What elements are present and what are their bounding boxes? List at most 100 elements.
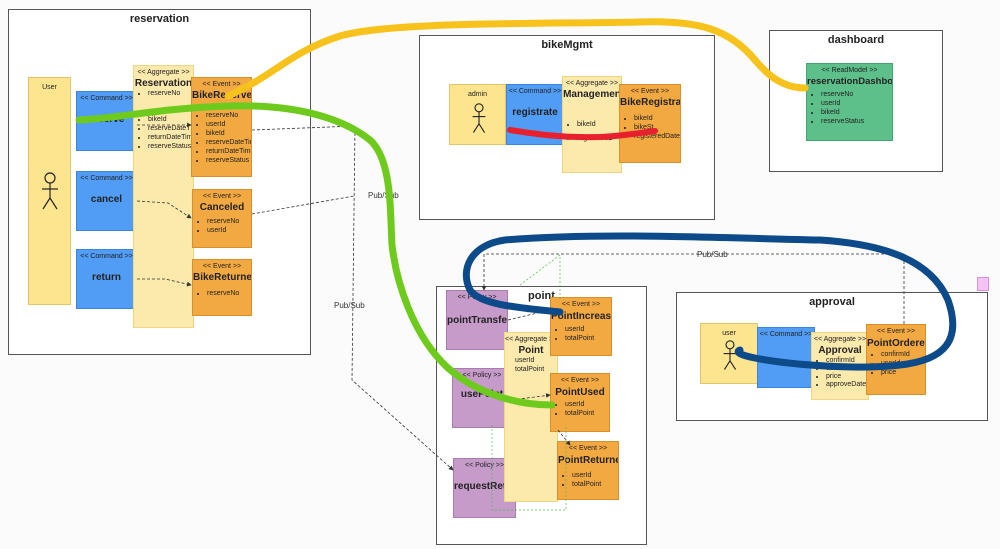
field: returnDateTime [206,147,251,156]
bike-returned-event[interactable]: << Event >> BikeReturned reserveNo [192,259,252,316]
flow-line-return-policy [557,429,571,446]
field: userId [572,471,618,480]
field: reserveNo [207,217,251,226]
field-list: bikeId bikeSt registeredDate [620,114,680,141]
sticker-tag: << Aggregate >> [565,80,619,87]
sticker-tag: << Event >> [202,263,242,270]
pubsub-labels: Pub/Sub Pub/Sub Pub/Sub [334,191,728,310]
sticker-tag: << Event >> [568,445,608,452]
field: reserveDateTime [206,138,251,147]
sticker-tag: << Command >> [759,331,813,338]
field: registeredDate [634,132,680,141]
bike-reserved-event[interactable]: << Event >> BikeReserved reserveNo userI… [191,77,252,177]
sticker-name: cancel [90,194,123,205]
sticker-tag: << Event >> [876,328,916,335]
point-returned-event[interactable]: << Event >> PointReturned userId totalPo… [557,441,619,500]
field: totalPoint [565,334,611,343]
bike-registrated-event[interactable]: << Event >> BikeRegistrated bikeId bikeS… [619,84,681,163]
field: bikeId [577,120,621,129]
sticker-name: PointOrdered [867,338,926,349]
field: confirmId [881,350,925,359]
field-list: reserveNo userId [193,217,251,235]
field: reserveNo [207,289,251,298]
red-highlight [507,127,658,141]
sticker-tag: << Command >> [80,253,133,260]
actor-label: User [42,84,57,91]
person-icon [42,172,58,210]
field: reserveNo [148,89,193,98]
sticker-name: BikeRegistrated [620,97,681,108]
field: totalPoint [572,480,618,489]
return-command[interactable]: << Command >> return [76,249,137,309]
reservation-dashboard-readmodel[interactable]: << ReadModel >> reservationDashboard res… [806,63,893,141]
field: userId [207,226,251,235]
sticker-name: usePoint [460,389,504,400]
field: bikeId [206,129,251,138]
field: userId [821,99,892,108]
field-list: reserveNo userId bikeId reserveDateTime … [192,111,251,165]
sticker-name: BikeReserved [192,90,252,101]
management-aggregate[interactable]: << Aggregate >> Managemen bikeId registe… [562,76,622,173]
sticker-tag: << Event >> [630,88,670,95]
flow-line-return [137,278,192,287]
person-icon [723,340,737,370]
sticker-tag: << Aggregate >> [137,69,190,76]
sticker-name: PointIncreased [551,311,612,322]
sticker-tag: << ReadModel >> [821,67,878,74]
dashboard-context-title: dashboard [827,34,885,46]
sticker-tag: << Event >> [560,377,600,384]
canceled-event[interactable]: << Event >> Canceled reserveNo userId [192,189,252,248]
point-increased-event[interactable]: << Event >> PointIncreased userId totalP… [550,297,612,356]
sticker-name: Reservation [134,78,193,89]
person-icon [472,103,486,133]
field-list: reserveNo userId bikeId reserveStatus [807,90,892,126]
field: reserveDateT [148,124,193,133]
field: approveDate [826,381,868,389]
field: reserveStatus [821,117,892,126]
pubsub-line-approval [481,253,905,324]
field-list: userId totalPoint [551,400,609,418]
sticker-tag: << Policy >> [462,372,502,379]
actor-label: user [722,330,736,337]
sticker-tag: << Command >> [508,88,562,95]
green-highlight [75,102,556,409]
field: userId [565,325,611,334]
field: userId [565,400,609,409]
field: userId [515,357,535,364]
sticker-name: requestReturn [454,481,516,492]
field-list: userId totalPoint [551,325,611,343]
actor-label: admin [467,91,488,98]
sticker-tag: << Aggregate >> [813,336,867,343]
reservation-context-title: reservation [129,13,190,25]
field: reserveNo [821,90,892,99]
field: confirmId [826,357,868,365]
yellow-highlight [224,18,809,100]
small-sticker-icon[interactable] [977,277,989,291]
pubsub-label: Pub/Sub [334,301,365,310]
field-list: reserveNo bikeId reserveDateT returnDate… [134,89,193,151]
sticker-name: Managemen [563,89,621,100]
point-used-event[interactable]: << Event >> PointUsed userId totalPoint [550,373,610,432]
sticker-tag: << Command >> [80,95,133,102]
reservation-actor[interactable]: User [28,77,71,305]
field: reserveStatus [148,142,193,151]
field: reserveNo [206,111,251,120]
point-aggregate[interactable]: << Aggregate >> Point userId totalPoint [504,332,558,502]
point-transfer-policy[interactable]: << Policy >> pointTransfer [446,290,508,350]
dashed-connectors [136,122,905,471]
field: returnDateTim [148,133,193,142]
sticker-tag: << Event >> [202,81,241,88]
point-context-title: point [528,290,555,302]
pubsub-label: Pub/Sub [368,191,399,200]
field: totalPoint [565,409,609,418]
sticker-tag: << Event >> [202,193,242,200]
pubsub-line-reserved [251,125,454,471]
flow-line-cancel [136,200,192,219]
bikemgmt-actor[interactable]: admin [449,84,506,145]
field-list: userId totalPoint [505,356,557,374]
sticker-name: BikeReturned [193,272,252,283]
sticker-tag: << Aggregate >> [505,336,558,343]
sticker-name: Approval [818,345,862,356]
field: bikeSt [634,123,680,132]
